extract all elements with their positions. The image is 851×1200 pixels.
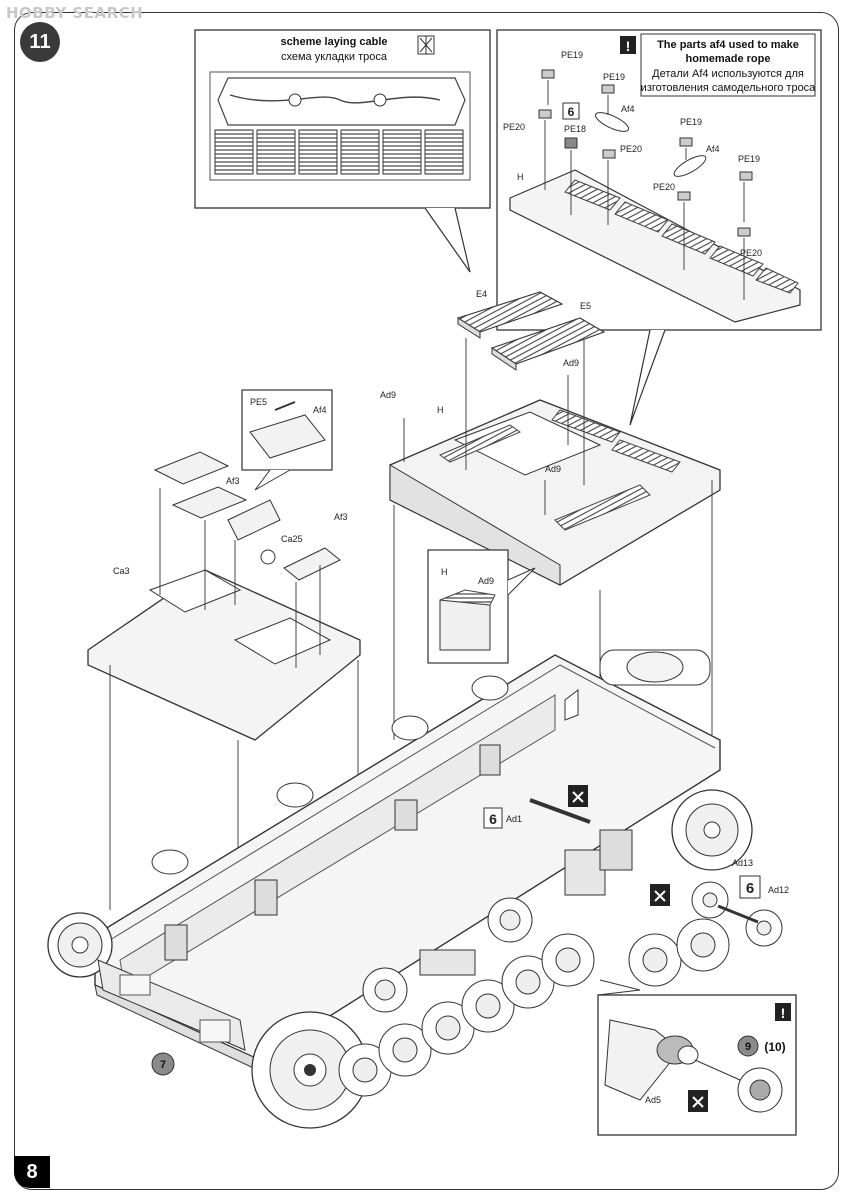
label-pe19-a: PE19 [561, 50, 583, 60]
glue-icon-1 [568, 785, 588, 807]
ref-10: (10) [764, 1040, 785, 1054]
step-number: 11 [20, 22, 60, 62]
label-pe19-b: PE19 [603, 72, 625, 82]
rope-inset-grilles [564, 179, 799, 294]
engine-deck-assembly: E4 E5 H Ad9 Ad9 Ad9 [380, 289, 721, 820]
cable-inset-title-ru: схема укладки троса [281, 51, 388, 63]
front-sprocket [251, 1011, 369, 1129]
svg-text:6: 6 [489, 811, 497, 827]
label-ad1: Ad1 [506, 814, 522, 824]
glue-icon-2 [650, 884, 670, 906]
label-ca25: Ca25 [281, 534, 303, 544]
return-rollers [151, 675, 509, 875]
watermark: HOBBY SEARCH [6, 4, 144, 22]
qty-x6-badge: 6 [562, 102, 580, 120]
rope-inset-leaders [544, 80, 745, 300]
label-ad9-a: Ad9 [380, 390, 396, 400]
label-ca3: Ca3 [113, 566, 130, 576]
qty-x6-ad12-badge: 6 [739, 875, 761, 899]
label-h-deck: H [437, 405, 444, 415]
label-e4: E4 [476, 289, 487, 299]
cable-inset-grille [214, 129, 464, 175]
label-pe19-c: PE19 [680, 117, 702, 127]
grille-part-e5 [490, 317, 606, 371]
rope-note-line4: изготовления самодельного троса [641, 82, 817, 94]
svg-text:!: ! [781, 1005, 786, 1021]
page-frame [14, 12, 839, 1190]
label-af3-a: Af3 [226, 476, 240, 486]
label-ad13: Ad13 [732, 858, 753, 868]
label-h-rope: H [517, 172, 524, 182]
rope-note-line1: The parts af4 used to make [657, 39, 799, 51]
label-pe20-d: PE20 [740, 248, 762, 258]
hull-side-panels [164, 688, 579, 961]
suspension-bogies [419, 798, 633, 976]
qty-x6-ad1-badge: 6 [483, 807, 503, 829]
hull-assembly [47, 649, 783, 1129]
glue-icon-3 [688, 1090, 708, 1112]
cable-scheme-inset: scheme laying cable схема укладки троса [194, 29, 491, 273]
six-qty-icon [417, 35, 435, 55]
label-pe20-c: PE20 [653, 182, 675, 192]
label-af4-b: Af4 [706, 144, 720, 154]
rope-inset-clamps [538, 69, 753, 237]
label-pe19-d: PE19 [738, 154, 760, 164]
warning-icon: ! [620, 36, 636, 54]
rope-note-line2: homemade rope [686, 53, 771, 65]
label-pe18: PE18 [564, 124, 586, 134]
rope-inset: ! The parts af4 used to make homemade ro… [496, 29, 822, 426]
front-glacis [97, 959, 246, 1051]
svg-text:6: 6 [568, 105, 575, 119]
label-ad9-b: Ad9 [563, 358, 579, 368]
rope-note-line3: Детали Af4 используются для [652, 68, 804, 80]
ref-circle-9: 9 [737, 1035, 759, 1057]
grille-part-e4 [456, 291, 564, 339]
engine-exhaust [599, 649, 711, 686]
svg-text:6: 6 [746, 880, 754, 897]
label-af3-b: Af3 [334, 512, 348, 522]
label-af4-hatch: Af4 [313, 405, 327, 415]
label-af4-a: Af4 [621, 104, 635, 114]
label-pe20-b: PE20 [620, 144, 642, 154]
label-ad12: Ad12 [768, 885, 789, 895]
label-ad9-c: Ad9 [545, 464, 561, 474]
label-pe20-a: PE20 [503, 122, 525, 132]
small-detail-inset: H Ad9 [427, 549, 536, 664]
wheel-detail-inset: ! 9 (10) Ad5 [597, 979, 797, 1136]
label-pe5: PE5 [250, 397, 267, 407]
svg-text:!: ! [626, 38, 631, 54]
label-ad5: Ad5 [645, 1095, 661, 1105]
label-ad9-small: Ad9 [478, 576, 494, 586]
svg-text:7: 7 [160, 1059, 166, 1071]
road-wheels [338, 881, 783, 1097]
warning-icon-wheel: ! [775, 1003, 791, 1021]
hatch-inset: PE5 Af4 Af3 Ca25 Af3 Ca3 [87, 389, 361, 1030]
ref-circle-7: 7 [151, 1052, 175, 1076]
svg-text:9: 9 [745, 1041, 751, 1053]
rear-sprocket [47, 912, 113, 978]
page-number: 8 [14, 1156, 50, 1188]
label-h-small: H [441, 567, 448, 577]
idler-wheel [671, 789, 753, 871]
label-e5: E5 [580, 301, 591, 311]
cable-inset-title: scheme laying cable [281, 36, 388, 48]
